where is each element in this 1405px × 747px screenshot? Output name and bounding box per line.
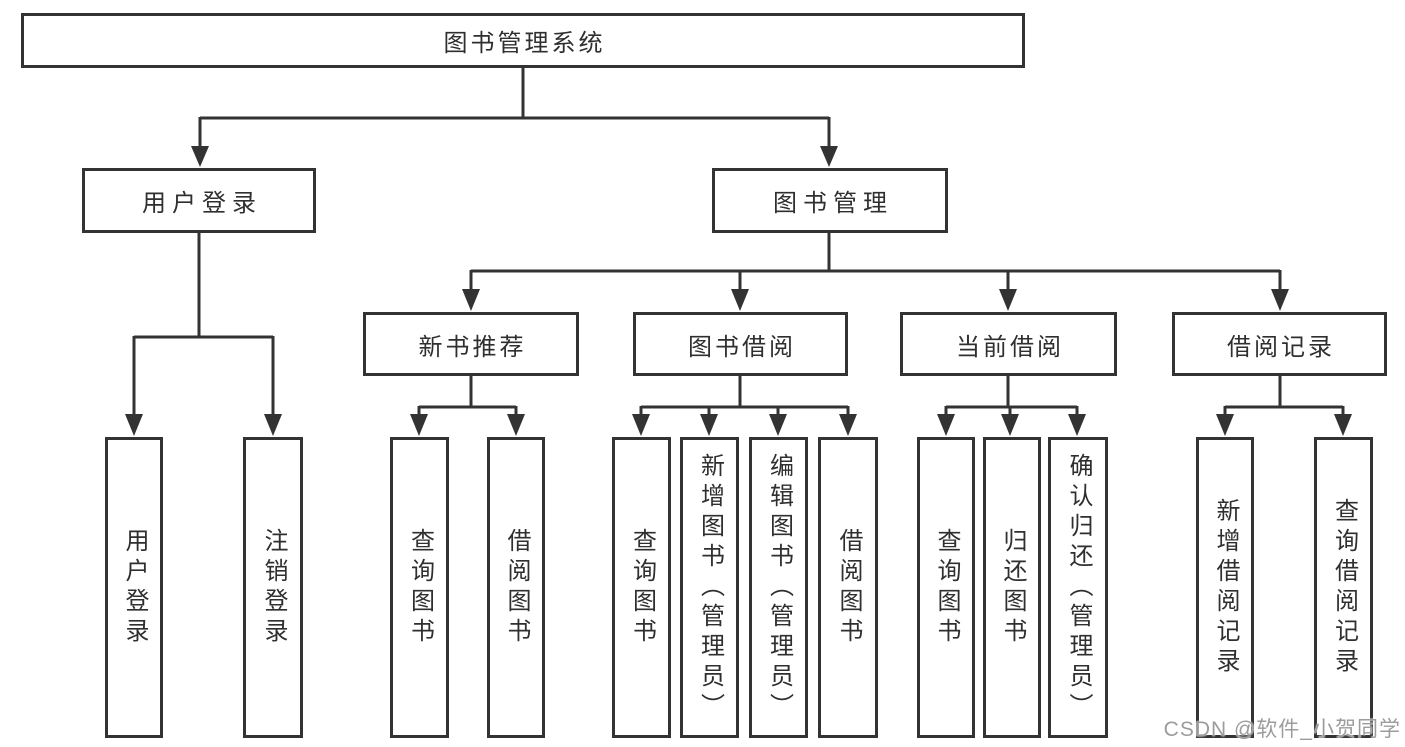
leaf-add-book-admin: 新增图书（管理员） xyxy=(680,437,739,738)
leaf-query-borrow-record: 查询借阅记录 xyxy=(1314,437,1373,738)
leaf-confirm-return-admin: 确认归还（管理员） xyxy=(1048,437,1108,738)
leaf-borrow-books-recommend: 借阅图书 xyxy=(487,437,545,738)
leaf-return-books: 归还图书 xyxy=(983,437,1041,738)
leaf-borrow-books-borrowing: 借阅图书 xyxy=(818,437,878,738)
leaf-borrow-books-borrowing-label: 借阅图书 xyxy=(835,527,862,648)
node-new-book-recommendation: 新书推荐 xyxy=(363,312,579,376)
leaf-edit-book-admin: 编辑图书（管理员） xyxy=(749,437,808,738)
leaf-logout-label: 注销登录 xyxy=(260,527,287,648)
node-book-borrowing: 图书借阅 xyxy=(633,312,848,376)
leaf-logout: 注销登录 xyxy=(243,437,303,738)
leaf-query-borrow-record-label: 查询借阅记录 xyxy=(1330,497,1358,678)
node-current-borrowing: 当前借阅 xyxy=(900,312,1117,376)
leaf-query-books-recommend-label: 查询图书 xyxy=(406,527,434,648)
leaf-query-books-current: 查询图书 xyxy=(917,437,975,738)
leaf-return-books-label: 归还图书 xyxy=(999,527,1026,648)
leaf-add-borrow-record-label: 新增借阅记录 xyxy=(1212,497,1239,678)
leaf-user-login-label: 用户登录 xyxy=(121,527,148,648)
leaf-add-book-admin-label: 新增图书（管理员） xyxy=(696,452,724,723)
leaf-confirm-return-admin-label: 确认归还（管理员） xyxy=(1065,452,1092,723)
leaf-query-books-current-label: 查询图书 xyxy=(933,527,960,648)
leaf-query-books-borrowing: 查询图书 xyxy=(612,437,671,738)
leaf-query-books-recommend: 查询图书 xyxy=(390,437,449,738)
leaf-add-borrow-record: 新增借阅记录 xyxy=(1196,437,1254,738)
csdn-watermark: CSDN @软件_小贺同学 xyxy=(1163,718,1401,741)
leaf-query-books-borrowing-label: 查询图书 xyxy=(628,527,656,648)
node-book-management: 图书管理 xyxy=(712,168,948,233)
leaf-user-login: 用户登录 xyxy=(105,437,163,738)
leaf-edit-book-admin-label: 编辑图书（管理员） xyxy=(765,452,793,723)
node-borrowing-records: 借阅记录 xyxy=(1172,312,1387,376)
leaf-borrow-books-recommend-label: 借阅图书 xyxy=(503,527,530,648)
node-user-login: 用户登录 xyxy=(82,168,316,233)
node-library-management-system: 图书管理系统 xyxy=(21,13,1025,68)
